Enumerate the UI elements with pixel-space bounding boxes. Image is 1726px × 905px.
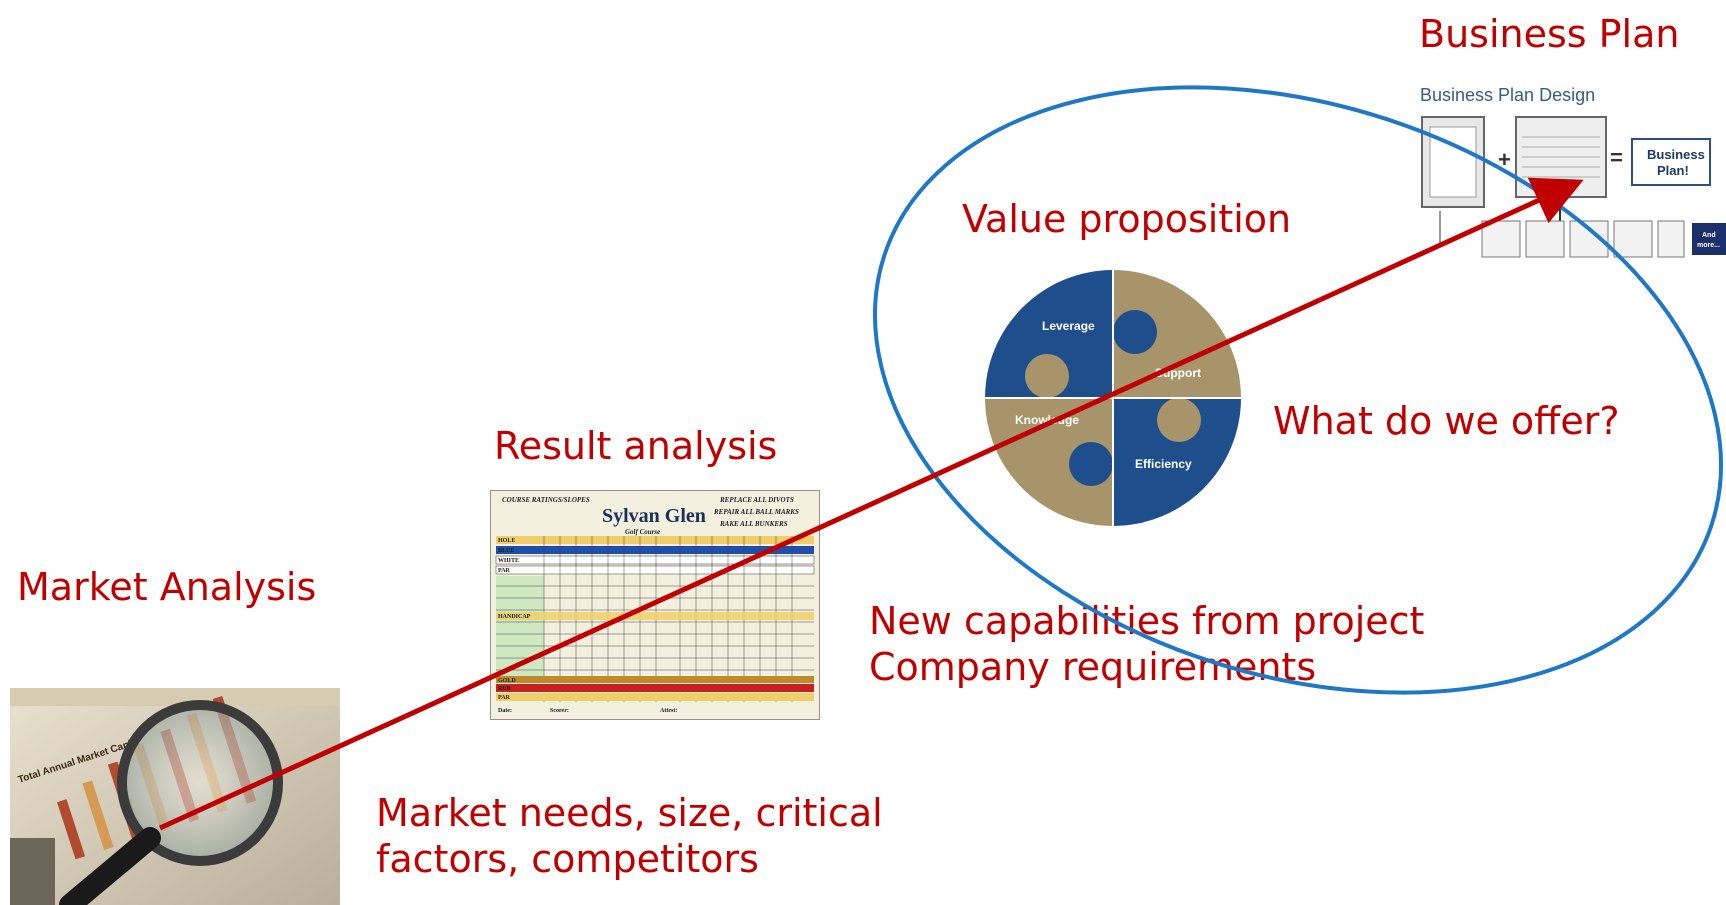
scorecard-note-3: RAKE ALL BUNKERS bbox=[719, 520, 788, 528]
svg-text:=: = bbox=[1610, 145, 1623, 170]
scorecard-row-gold: GOLD bbox=[498, 678, 516, 684]
result-analysis-label: Result analysis bbox=[494, 424, 778, 468]
scorecard-attest: Attest: bbox=[660, 708, 677, 714]
market-analysis-label: Market Analysis bbox=[17, 565, 317, 609]
scorecard-scorer: Scorer: bbox=[550, 708, 569, 714]
scorecard-note-1: REPLACE ALL DIVOTS bbox=[719, 496, 794, 504]
capabilities-label: New capabilities from project Company re… bbox=[869, 599, 1425, 689]
scorecard-row-hole: HOLE bbox=[498, 538, 515, 544]
and-more-line2: more... bbox=[1697, 242, 1720, 249]
scorecard-row-par-2: PAR bbox=[498, 695, 511, 701]
svg-text:+: + bbox=[1498, 147, 1511, 172]
puzzle-efficiency: Efficiency bbox=[1135, 457, 1192, 471]
value-proposition-label: Value proposition bbox=[962, 197, 1292, 241]
business-plan-design-title: Business Plan Design bbox=[1420, 85, 1595, 105]
scorecard-date: Date: bbox=[498, 708, 512, 714]
business-plan-box-line1: Business bbox=[1647, 147, 1705, 162]
business-plan-label: Business Plan bbox=[1419, 12, 1680, 56]
value-ellipse bbox=[873, 85, 1723, 695]
and-more-line1: And bbox=[1702, 232, 1716, 239]
scorecard-ratings-header: COURSE RATINGS/SLOPES bbox=[502, 496, 590, 504]
market-needs-label: Market needs, size, critical factors, co… bbox=[376, 791, 883, 881]
scorecard-row-blue: BLUE bbox=[498, 548, 514, 554]
business-plan-box-line2: Plan! bbox=[1657, 163, 1689, 178]
progress-arrow bbox=[158, 177, 1584, 831]
scorecard-row-red: RED bbox=[498, 686, 511, 692]
scorecard-image: COURSE RATINGS/SLOPES Sylvan Glen Golf C… bbox=[490, 490, 820, 720]
scorecard-row-white: WHITE bbox=[498, 558, 519, 564]
scorecard-row-handicap: HANDICAP bbox=[498, 614, 531, 620]
scorecard-row-par: PAR bbox=[498, 568, 511, 574]
what-do-we-offer-label: What do we offer? bbox=[1273, 399, 1620, 443]
market-analysis-image: Total Annual Market Capit bbox=[10, 688, 340, 905]
scorecard-note-2: REPAIR ALL BALL MARKS bbox=[713, 508, 799, 516]
puzzle-leverage: Leverage bbox=[1042, 319, 1095, 333]
scorecard-course-name: Sylvan Glen bbox=[602, 505, 706, 527]
scorecard-course-subtitle: Golf Course bbox=[625, 528, 660, 536]
